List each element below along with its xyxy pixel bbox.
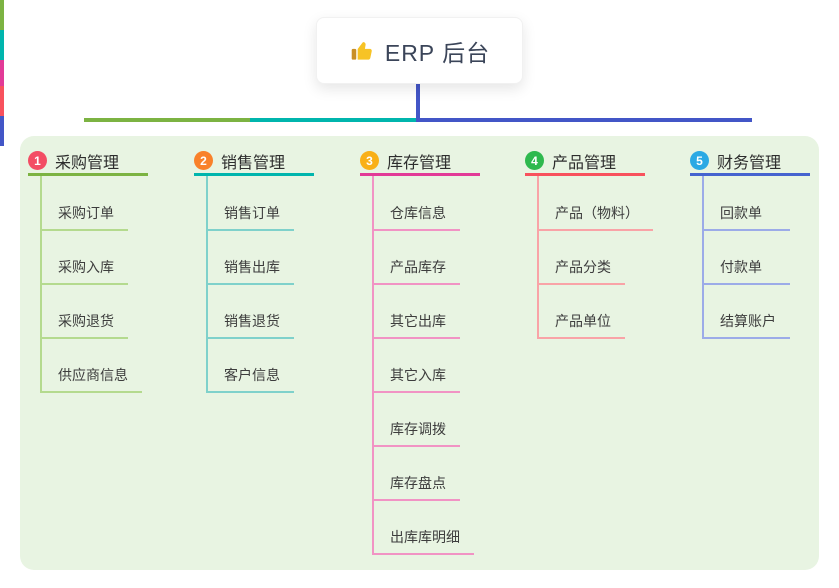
- branch-spine-product: [537, 176, 539, 339]
- branch-spine-finance: [702, 176, 704, 339]
- branch-number-badge: 3: [360, 151, 379, 170]
- node-payment-order[interactable]: 付款单: [702, 251, 790, 285]
- node-stock-count[interactable]: 库存盘点: [372, 467, 460, 501]
- branch-label: 财务管理: [717, 154, 782, 172]
- branch-label: 采购管理: [55, 154, 120, 172]
- connector-rail-purchase: [84, 118, 254, 122]
- node-label: 销售退货: [224, 313, 280, 329]
- node-label: 销售出库: [224, 259, 280, 275]
- node-settlement-account[interactable]: 结算账户: [702, 305, 790, 339]
- connector-drop-product: [0, 86, 4, 116]
- node-label: 回款单: [720, 205, 762, 221]
- branch-spine-inventory: [372, 176, 374, 555]
- node-purchase-inbound[interactable]: 采购入库: [40, 251, 128, 285]
- branch-number-badge: 4: [525, 151, 544, 170]
- node-sales-return[interactable]: 销售退货: [206, 305, 294, 339]
- node-stock-transfer[interactable]: 库存调拨: [372, 413, 460, 447]
- root-node[interactable]: ERP 后台: [316, 17, 523, 84]
- node-label: 产品（物料）: [555, 205, 639, 221]
- node-label: 付款单: [720, 259, 762, 275]
- connector-drop-finance: [0, 116, 4, 146]
- branch-number-badge: 1: [28, 151, 47, 170]
- node-label: 库存盘点: [390, 475, 446, 491]
- node-label: 结算账户: [720, 313, 776, 329]
- node-supplier-info[interactable]: 供应商信息: [40, 359, 142, 393]
- node-label: 出库库明细: [390, 529, 460, 545]
- node-sales-outbound[interactable]: 销售出库: [206, 251, 294, 285]
- branch-header-product[interactable]: 4 产品管理: [525, 148, 645, 176]
- node-label: 其它出库: [390, 313, 446, 329]
- node-warehouse-info[interactable]: 仓库信息: [372, 197, 460, 231]
- node-label: 采购入库: [58, 259, 114, 275]
- node-label: 供应商信息: [58, 367, 128, 383]
- node-label: 采购订单: [58, 205, 114, 221]
- node-label: 其它入库: [390, 367, 446, 383]
- node-purchase-order[interactable]: 采购订单: [40, 197, 128, 231]
- connector-root-stem: [416, 84, 420, 122]
- branch-label: 库存管理: [387, 154, 452, 172]
- node-product-stock[interactable]: 产品库存: [372, 251, 460, 285]
- branch-label: 销售管理: [221, 154, 286, 172]
- node-label: 产品库存: [390, 259, 446, 275]
- connector-drop-inventory: [0, 60, 4, 86]
- branch-label: 产品管理: [552, 154, 617, 172]
- node-label: 产品单位: [555, 313, 611, 329]
- node-label: 产品分类: [555, 259, 611, 275]
- branch-header-inventory[interactable]: 3 库存管理: [360, 148, 480, 176]
- connector-drop-purchase: [0, 0, 4, 30]
- node-label: 仓库信息: [390, 205, 446, 221]
- branches-panel: [20, 136, 819, 570]
- node-label: 销售订单: [224, 205, 280, 221]
- node-label: 库存调拨: [390, 421, 446, 437]
- node-product-category[interactable]: 产品分类: [537, 251, 625, 285]
- node-outbound-detail[interactable]: 出库库明细: [372, 521, 474, 555]
- node-product-material[interactable]: 产品（物料）: [537, 197, 653, 231]
- node-other-outbound[interactable]: 其它出库: [372, 305, 460, 339]
- connector-rail-right: [416, 118, 752, 122]
- node-customer-info[interactable]: 客户信息: [206, 359, 294, 393]
- node-sales-order[interactable]: 销售订单: [206, 197, 294, 231]
- root-title: ERP 后台: [384, 39, 491, 66]
- node-receipt-order[interactable]: 回款单: [702, 197, 790, 231]
- thumbs-up-icon: [349, 38, 375, 64]
- branch-number-badge: 2: [194, 151, 213, 170]
- branch-header-finance[interactable]: 5 财务管理: [690, 148, 810, 176]
- node-purchase-return[interactable]: 采购退货: [40, 305, 128, 339]
- node-label: 客户信息: [224, 367, 280, 383]
- node-product-unit[interactable]: 产品单位: [537, 305, 625, 339]
- node-other-inbound[interactable]: 其它入库: [372, 359, 460, 393]
- branch-header-purchase[interactable]: 1 采购管理: [28, 148, 148, 176]
- node-label: 采购退货: [58, 313, 114, 329]
- connector-drop-sales: [0, 30, 4, 60]
- branch-number-badge: 5: [690, 151, 709, 170]
- connector-rail-sales: [250, 118, 420, 122]
- branch-header-sales[interactable]: 2 销售管理: [194, 148, 314, 176]
